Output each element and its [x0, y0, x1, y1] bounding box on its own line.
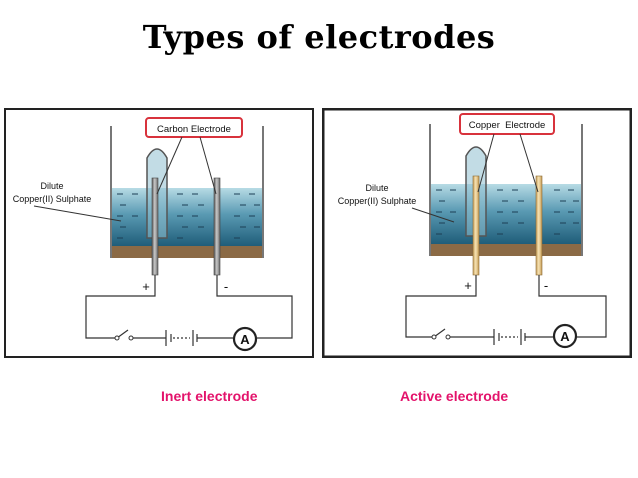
callout-label: Carbon Electrode: [157, 124, 231, 135]
ammeter-icon: [232, 326, 258, 352]
positive-terminal-sign: +: [142, 279, 150, 294]
cathode-rod: [213, 177, 221, 276]
callout-label: Copper Electrode: [469, 120, 546, 131]
switch-contact-left: [431, 334, 437, 340]
ammeter-icon: [552, 323, 578, 349]
solution-dashes: [117, 193, 260, 239]
solution-label-line1: Dilute: [365, 183, 388, 193]
switch-contact-right: [128, 335, 134, 341]
callout-pointer-cathode: [519, 133, 539, 193]
callout-box: [145, 117, 243, 138]
carbon-electrode-diagram: Carbon Electrode Dilute Copper(II) Sulph…: [4, 108, 314, 358]
negative-terminal-sign: -: [224, 279, 228, 294]
callout-pointer-anode: [477, 133, 495, 193]
callout-pointer-cathode: [199, 136, 217, 195]
page-title: Types of electrodes: [142, 18, 496, 56]
beaker-base-layer: [111, 246, 263, 258]
switch-contact-left: [114, 335, 120, 341]
copper-sulphate-solution: [111, 188, 263, 246]
solution-label-line2: Copper(II) Sulphate: [338, 196, 417, 206]
electrolysis-cell-diagram: Copper Electrode Dilute Copper(II) Sulph…: [322, 108, 632, 358]
ammeter-label: A: [240, 332, 250, 347]
copper-electrode-diagram: Copper Electrode Dilute Copper(II) Sulph…: [322, 108, 632, 358]
inert-electrode-caption: Inert electrode: [161, 388, 258, 404]
electrolysis-cell-diagram: Carbon Electrode Dilute Copper(II) Sulph…: [4, 108, 314, 358]
callout-box: [459, 113, 555, 135]
cathode-rod: [535, 175, 543, 276]
copper-sulphate-solution: [430, 184, 582, 244]
solution-pointer: [33, 205, 122, 222]
solution-label-line1: Dilute: [40, 181, 63, 191]
negative-terminal-sign: -: [544, 278, 548, 293]
solution-pointer: [411, 207, 455, 223]
positive-terminal-sign: +: [464, 278, 472, 293]
solution-label-line2: Copper(II) Sulphate: [13, 194, 92, 204]
external-circuit: [85, 275, 293, 346]
callout-pointer-anode: [156, 136, 183, 195]
switch-contact-right: [445, 334, 451, 340]
external-circuit: [405, 275, 607, 345]
ammeter-label: A: [560, 329, 570, 344]
beaker-base-layer: [430, 244, 582, 256]
solution-dashes: [436, 189, 579, 235]
active-electrode-caption: Active electrode: [400, 388, 509, 404]
